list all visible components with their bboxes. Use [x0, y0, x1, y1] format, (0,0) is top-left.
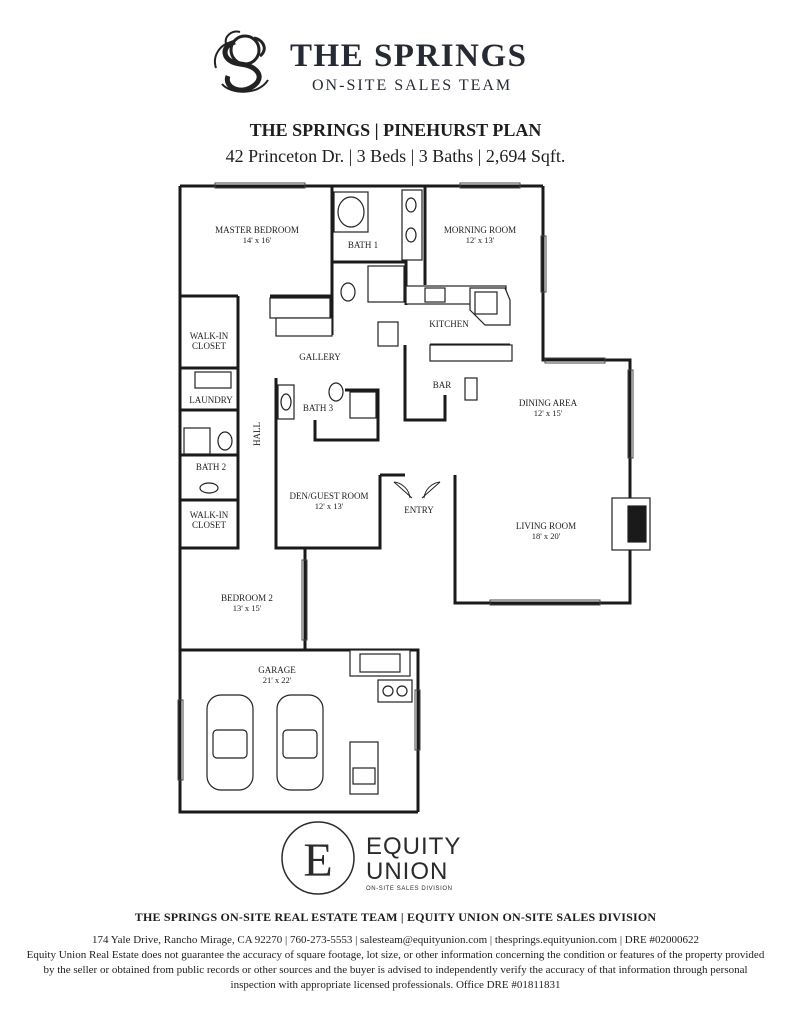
plan-walls: [178, 184, 632, 814]
room-laundry: LAUNDRY: [189, 395, 233, 405]
room-walkin-closet-2-line1: WALK-IN: [190, 510, 229, 520]
room-master-bedroom-dims: 14' x 16': [243, 235, 272, 245]
room-den: DEN/GUEST ROOM: [289, 491, 368, 501]
room-labels: MASTER BEDROOM 14' x 16' BATH 1 MORNING …: [189, 225, 577, 685]
room-bath3: BATH 3: [303, 403, 334, 413]
equity-name-line2: UNION: [366, 858, 449, 885]
room-walkin-closet-1-line1: WALK-IN: [190, 331, 229, 341]
plan-subtitle: 42 Princeton Dr. | 3 Beds | 3 Baths | 2,…: [225, 146, 566, 166]
plan-fixtures: [183, 189, 651, 795]
room-morning-room-dims: 12' x 13': [466, 235, 495, 245]
room-walkin-closet-2-line2: CLOSET: [192, 520, 227, 530]
room-garage: GARAGE: [258, 665, 296, 675]
footer-disclaimer: Equity Union Real Estate does not guaran…: [26, 949, 765, 991]
room-entry: ENTRY: [404, 505, 434, 515]
room-living-room-dims: 18' x 20': [532, 531, 561, 541]
brand-subtitle: ON-SITE SALES TEAM: [312, 77, 513, 94]
equity-name-line1: EQUITY: [366, 833, 462, 860]
room-dining-area-dims: 12' x 15': [534, 408, 563, 418]
plan-doors: [393, 481, 441, 499]
brand-name: THE SPRINGS: [290, 38, 528, 74]
room-den-dims: 12' x 13': [315, 501, 344, 511]
room-bedroom2: BEDROOM 2: [221, 593, 273, 603]
room-master-bedroom: MASTER BEDROOM: [215, 225, 299, 235]
room-garage-dims: 21' x 22': [263, 675, 292, 685]
equity-logo-letter: E: [303, 834, 332, 887]
room-walkin-closet-1-line2: CLOSET: [192, 341, 227, 351]
room-bar: BAR: [433, 380, 452, 390]
equity-division: ON-SITE SALES DIVISION: [366, 886, 453, 892]
monogram-s-icon: [214, 30, 269, 93]
room-gallery: GALLERY: [299, 352, 341, 362]
room-bedroom2-dims: 13' x 15': [233, 603, 262, 613]
room-bath1: BATH 1: [348, 240, 378, 250]
room-morning-room: MORNING ROOM: [444, 225, 516, 235]
plan-title: THE SPRINGS | PINEHURST PLAN: [249, 120, 542, 140]
room-dining-area: DINING AREA: [519, 398, 578, 408]
header-logo: [210, 28, 560, 98]
footer-contact: 174 Yale Drive, Rancho Mirage, CA 92270 …: [91, 934, 700, 946]
room-living-room: LIVING ROOM: [516, 521, 576, 531]
room-hall: HALL: [252, 422, 262, 446]
room-bath2: BATH 2: [196, 462, 226, 472]
room-kitchen: KITCHEN: [429, 319, 469, 329]
equity-union-logo-icon: E: [281, 821, 355, 895]
plan-windows: [177, 182, 634, 781]
footer-team: THE SPRINGS ON-SITE REAL ESTATE TEAM | E…: [134, 910, 657, 924]
